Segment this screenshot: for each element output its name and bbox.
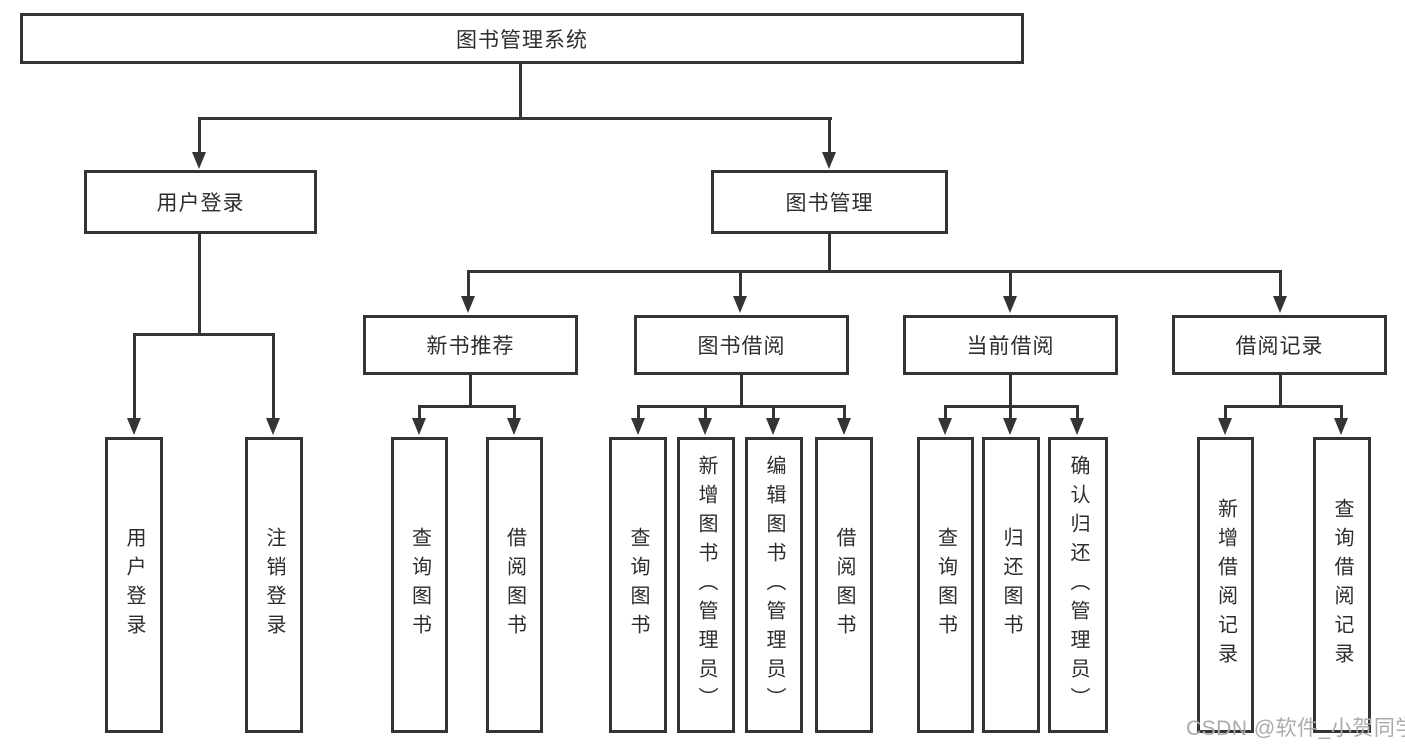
node-query-book-current: 查询图书 <box>917 437 974 733</box>
node-query-borrow-record: 查询借阅记录 <box>1313 437 1371 733</box>
connector-user-branch-bar <box>133 333 275 336</box>
node-query-borrow-record-label: 查询借阅记录 <box>1331 498 1353 672</box>
arrowhead-icon <box>461 296 475 313</box>
node-borrow-records: 借阅记录 <box>1172 315 1387 375</box>
node-add-book-admin: 新增图书（管理员） <box>677 437 735 733</box>
node-current-borrow: 当前借阅 <box>903 315 1118 375</box>
connector-g3-stem <box>740 375 743 408</box>
arrowhead-icon <box>698 418 712 435</box>
connector-l3-drop-1 <box>467 270 470 298</box>
node-user-login: 用户登录 <box>84 170 317 234</box>
connector-book-mgmt-drop <box>828 117 831 155</box>
node-confirm-return-admin: 确认归还（管理员） <box>1048 437 1108 733</box>
node-current-borrow-label: 当前借阅 <box>966 335 1055 358</box>
node-add-borrow-record-label: 新增借阅记录 <box>1214 498 1237 672</box>
arrowhead-icon <box>192 152 206 169</box>
node-borrow-book-recommend: 借阅图书 <box>486 437 543 733</box>
node-edit-book-admin-label: 编辑图书（管理员） <box>763 454 785 716</box>
node-query-book-current-label: 查询图书 <box>934 527 957 643</box>
connector-g2-drop-2 <box>513 405 516 419</box>
arrowhead-icon <box>1218 418 1232 435</box>
arrowhead-icon <box>1334 418 1348 435</box>
node-user-login-label: 用户登录 <box>156 192 245 215</box>
node-borrow-book-action: 借阅图书 <box>815 437 873 733</box>
node-book-mgmt: 图书管理 <box>711 170 948 234</box>
node-borrow-records-label: 借阅记录 <box>1235 335 1324 358</box>
node-logout-label: 注销登录 <box>263 527 285 643</box>
node-logout: 注销登录 <box>245 437 303 733</box>
connector-user-child1-drop <box>133 333 136 418</box>
connector-g5-stem <box>1279 375 1282 408</box>
arrowhead-icon <box>822 152 836 169</box>
connector-level2-bar <box>198 117 832 120</box>
node-new-book-recommend: 新书推荐 <box>363 315 578 375</box>
arrowhead-icon <box>1273 296 1287 313</box>
connector-g2-drop-1 <box>418 405 421 419</box>
node-book-borrow-label: 图书借阅 <box>697 335 786 358</box>
connector-root-stem <box>519 64 522 118</box>
connector-level3-bar <box>467 270 1281 273</box>
node-add-borrow-record: 新增借阅记录 <box>1197 437 1254 733</box>
connector-g2-bar <box>418 405 516 408</box>
connector-g3-drop-4 <box>843 405 846 419</box>
arrowhead-icon <box>507 418 521 435</box>
connector-g3-drop-1 <box>637 405 640 419</box>
node-query-book-borrow: 查询图书 <box>609 437 667 733</box>
connector-l3-drop-2 <box>739 270 742 298</box>
connector-g5-drop-1 <box>1224 405 1227 419</box>
node-user-login-action: 用户登录 <box>105 437 163 733</box>
arrowhead-icon <box>1003 296 1017 313</box>
connector-g4-drop-3 <box>1076 405 1079 419</box>
connector-g3-drop-2 <box>704 405 707 419</box>
arrowhead-icon <box>631 418 645 435</box>
arrowhead-icon <box>127 418 141 435</box>
node-borrow-book-recommend-label: 借阅图书 <box>503 527 526 643</box>
connector-l3-drop-4 <box>1279 270 1282 298</box>
node-root-label: 图书管理系统 <box>456 28 588 52</box>
node-query-book-recommend: 查询图书 <box>391 437 448 733</box>
arrowhead-icon <box>412 418 426 435</box>
connector-user-login-drop <box>198 117 201 155</box>
connector-g5-bar <box>1224 405 1343 408</box>
node-user-login-action-label: 用户登录 <box>123 527 145 643</box>
csdn-watermark: CSDN @软件_小贺同学 <box>1186 717 1405 740</box>
arrowhead-icon <box>1070 418 1084 435</box>
arrowhead-icon <box>1003 418 1017 435</box>
connector-user-child2-drop <box>272 333 275 418</box>
connector-g4-drop-2 <box>1009 405 1012 419</box>
node-add-book-admin-label: 新增图书（管理员） <box>695 454 717 716</box>
node-book-borrow: 图书借阅 <box>634 315 849 375</box>
node-book-mgmt-label: 图书管理 <box>785 192 874 215</box>
node-return-book: 归还图书 <box>982 437 1040 733</box>
node-confirm-return-admin-label: 确认归还（管理员） <box>1067 454 1089 716</box>
arrowhead-icon <box>733 296 747 313</box>
node-query-book-borrow-label: 查询图书 <box>627 527 649 643</box>
node-new-book-recommend-label: 新书推荐 <box>426 335 515 358</box>
connector-l3-drop-3 <box>1009 270 1012 298</box>
connector-g4-stem <box>1009 375 1012 408</box>
connector-mgmt-branch-stem <box>828 234 831 272</box>
arrowhead-icon <box>938 418 952 435</box>
arrowhead-icon <box>266 418 280 435</box>
connector-user-branch-stem <box>198 234 201 335</box>
connector-g2-stem <box>469 375 472 408</box>
node-root: 图书管理系统 <box>20 13 1024 64</box>
node-return-book-label: 归还图书 <box>1000 527 1022 643</box>
node-edit-book-admin: 编辑图书（管理员） <box>745 437 803 733</box>
arrowhead-icon <box>766 418 780 435</box>
node-query-book-recommend-label: 查询图书 <box>408 527 431 643</box>
connector-g4-drop-1 <box>944 405 947 419</box>
connector-g3-bar <box>637 405 846 408</box>
arrowhead-icon <box>837 418 851 435</box>
connector-g5-drop-2 <box>1340 405 1343 419</box>
connector-g3-drop-3 <box>772 405 775 419</box>
node-borrow-book-action-label: 借阅图书 <box>833 527 855 643</box>
